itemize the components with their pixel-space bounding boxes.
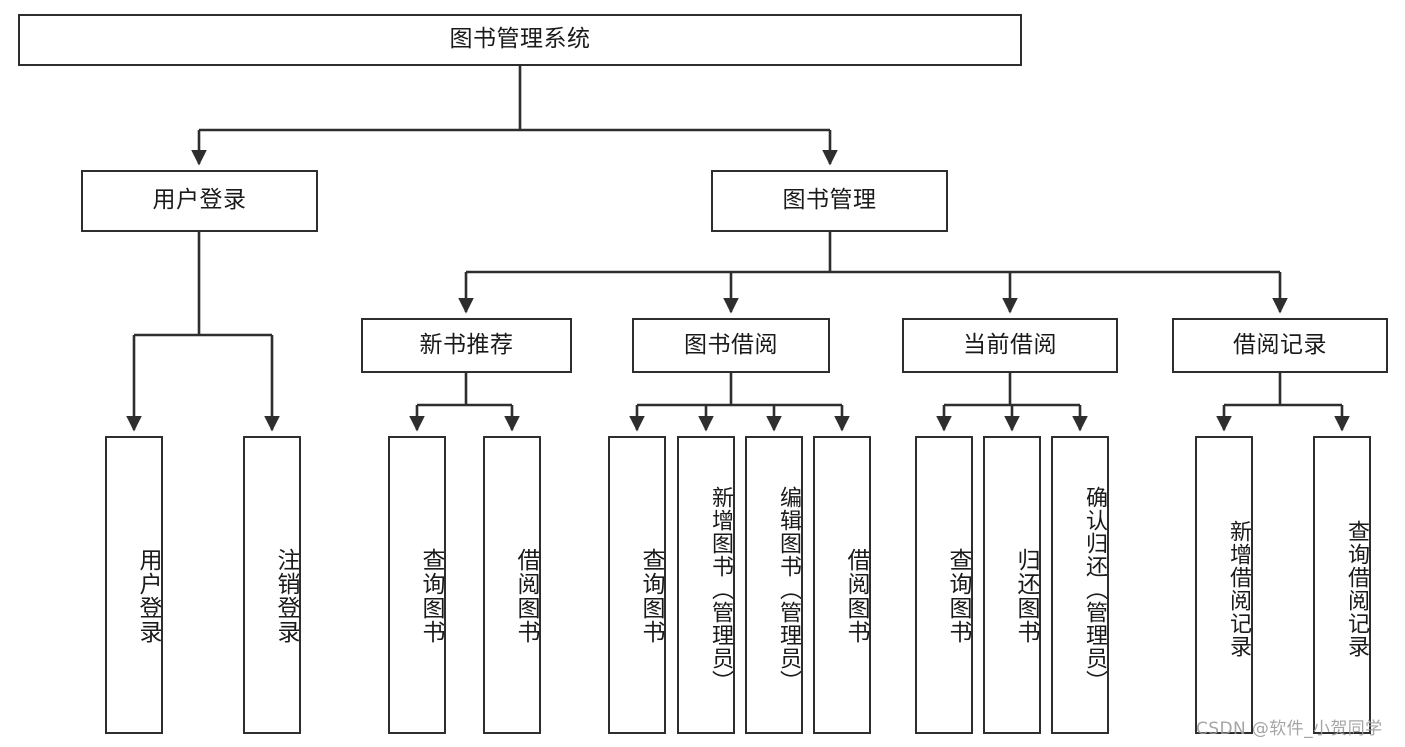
- leaf-add-book-admin[interactable]: 新增图书（管理员）: [677, 436, 735, 734]
- leaf-borrow-book-recommend[interactable]: 借阅图书: [483, 436, 541, 734]
- node-root-book-management-system[interactable]: 图书管理系统: [18, 14, 1022, 66]
- node-book-borrow[interactable]: 图书借阅: [632, 318, 830, 373]
- node-new-book-recommend[interactable]: 新书推荐: [361, 318, 572, 373]
- leaf-user-login[interactable]: 用户登录: [105, 436, 163, 734]
- leaf-query-book-recommend[interactable]: 查询图书: [388, 436, 446, 734]
- leaf-confirm-return-admin[interactable]: 确认归还（管理员）: [1051, 436, 1109, 734]
- leaf-edit-book-admin[interactable]: 编辑图书（管理员）: [745, 436, 803, 734]
- node-book-management[interactable]: 图书管理: [711, 170, 948, 232]
- node-borrow-record[interactable]: 借阅记录: [1172, 318, 1388, 373]
- leaf-logout[interactable]: 注销登录: [243, 436, 301, 734]
- node-user-login[interactable]: 用户登录: [81, 170, 318, 232]
- leaf-query-book-current[interactable]: 查询图书: [915, 436, 973, 734]
- leaf-query-borrow-record[interactable]: 查询借阅记录: [1313, 436, 1371, 734]
- leaf-add-borrow-record[interactable]: 新增借阅记录: [1195, 436, 1253, 734]
- leaf-query-book-borrow[interactable]: 查询图书: [608, 436, 666, 734]
- node-current-borrow[interactable]: 当前借阅: [902, 318, 1118, 373]
- leaf-return-book[interactable]: 归还图书: [983, 436, 1041, 734]
- leaf-borrow-book[interactable]: 借阅图书: [813, 436, 871, 734]
